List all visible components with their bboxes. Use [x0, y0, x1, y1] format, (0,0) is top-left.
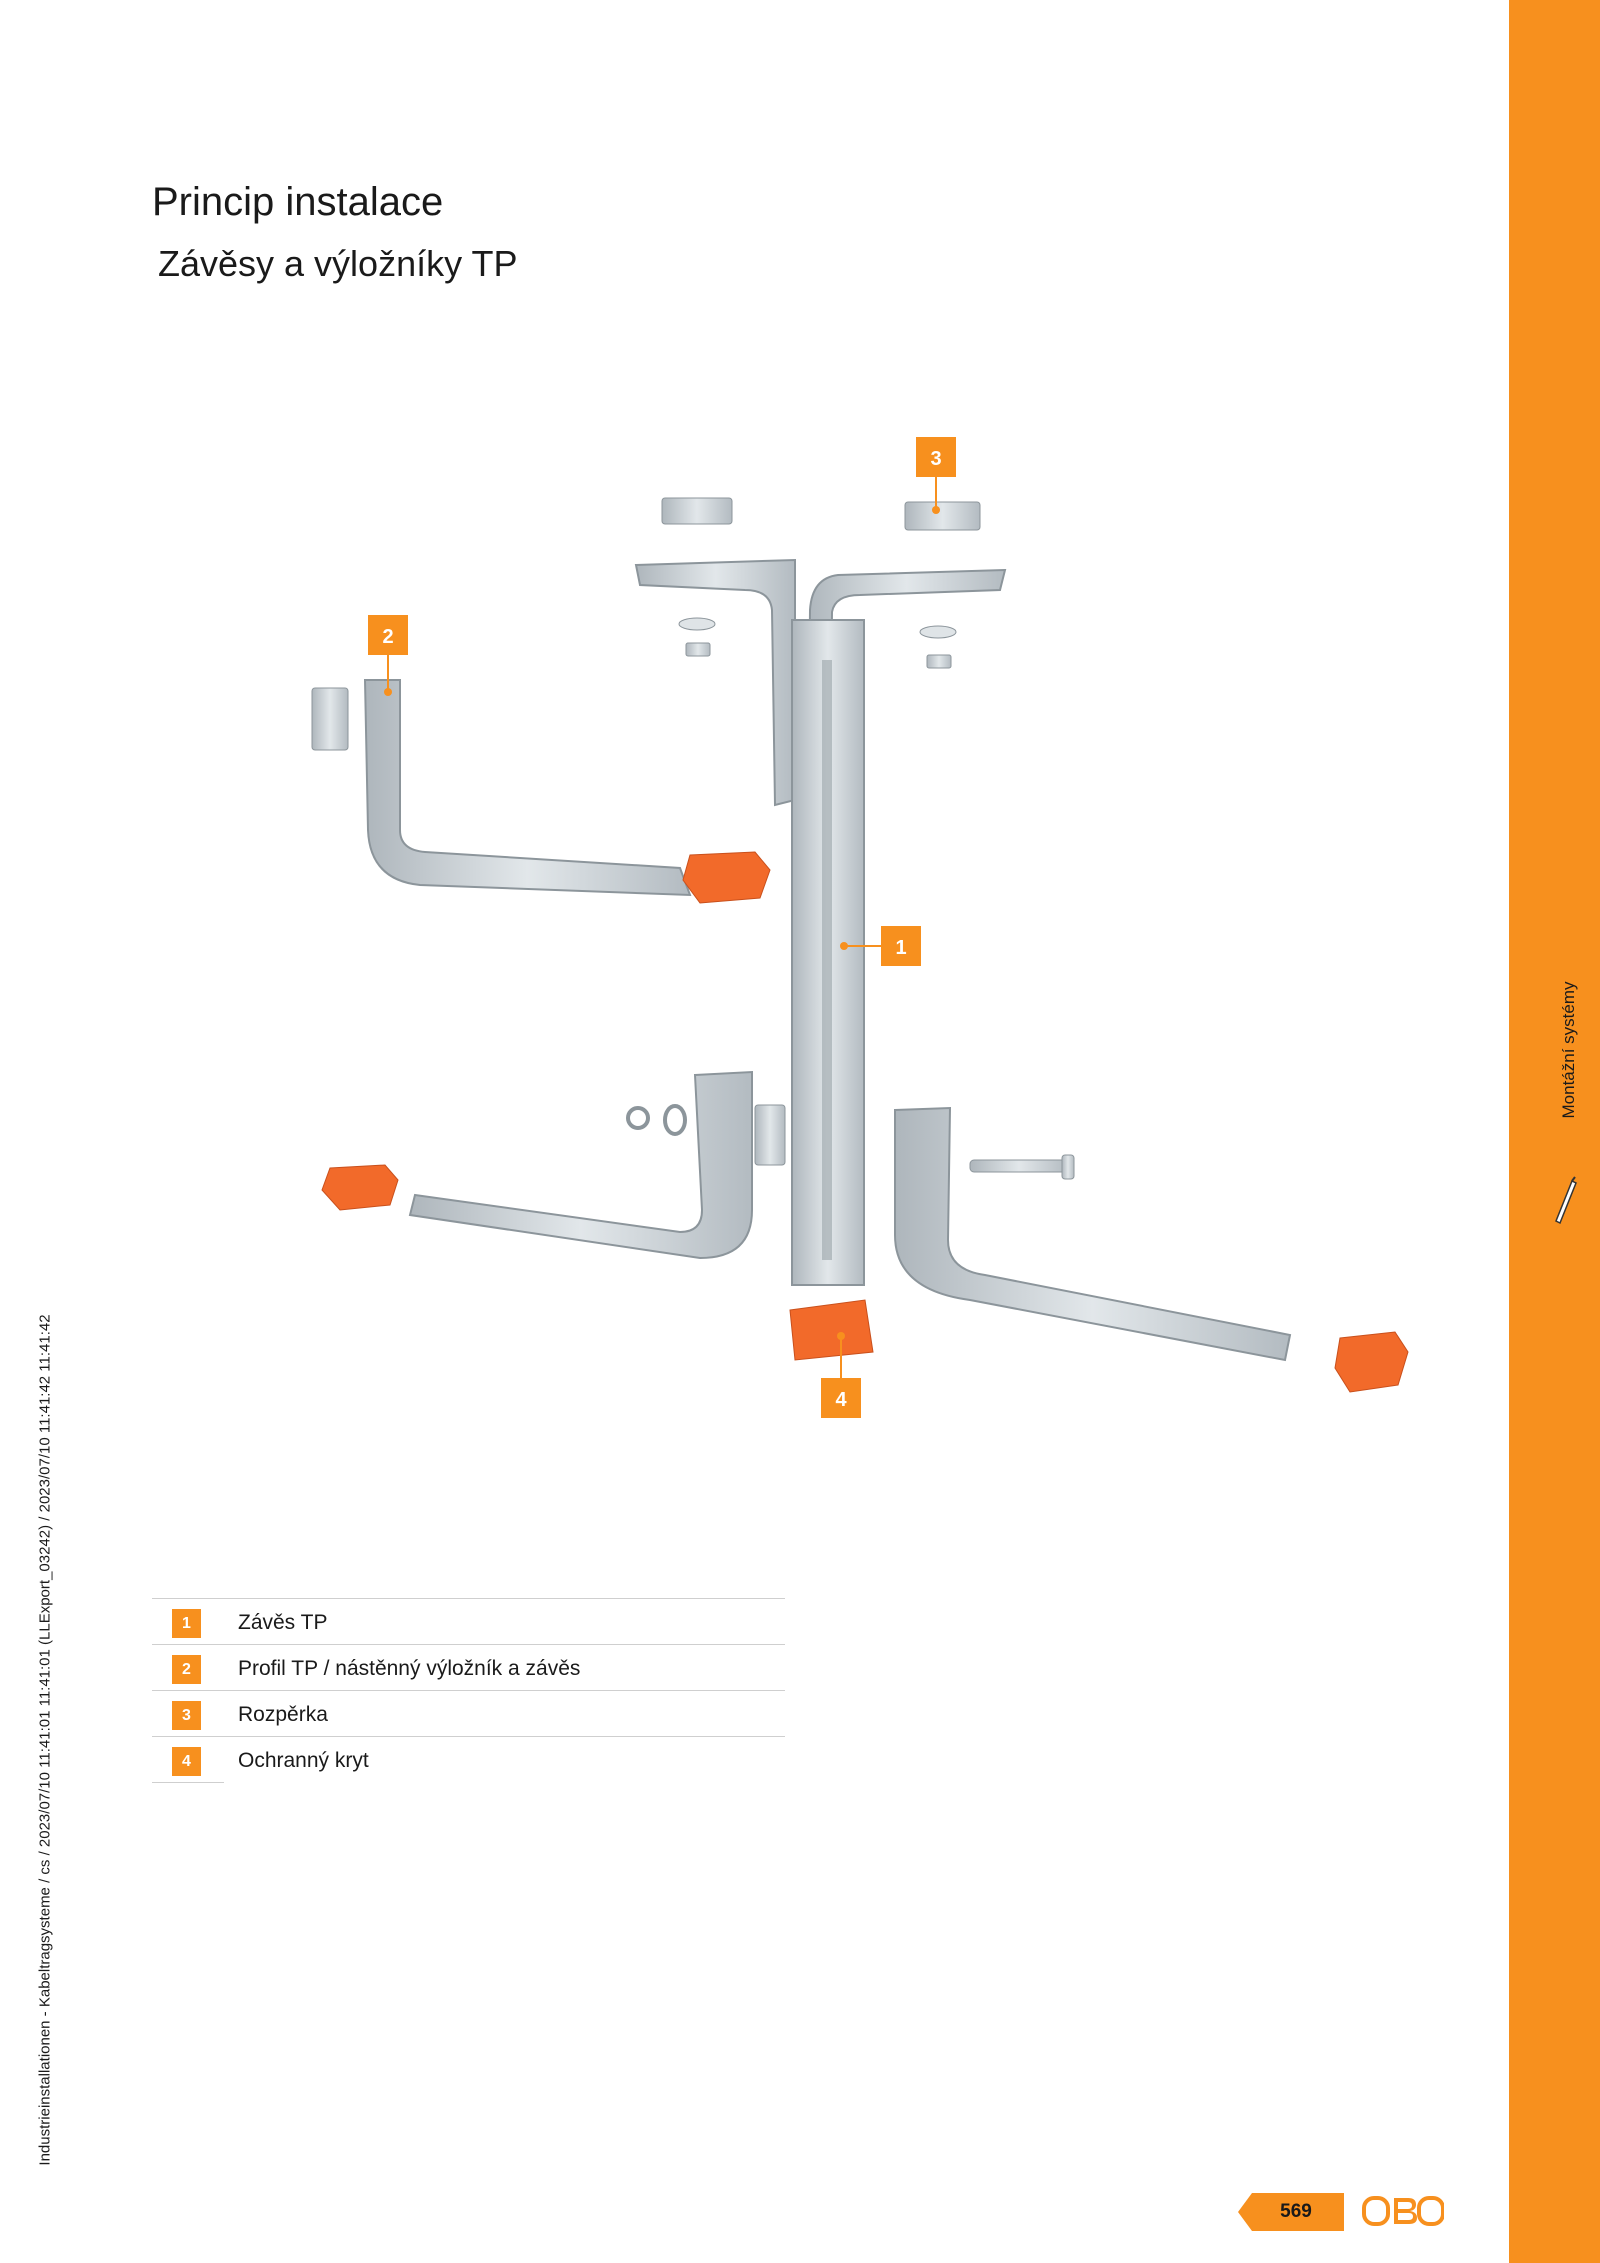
- legend-number: 2: [172, 1655, 201, 1684]
- svg-text:2: 2: [382, 626, 393, 648]
- top-arm-left: [634, 558, 796, 807]
- cap-2: [682, 851, 771, 904]
- cap-4: [789, 1299, 874, 1361]
- installation-illustration: 1 2 3 4: [311, 437, 1409, 1418]
- section-label: Montážní systémy: [1559, 981, 1578, 1119]
- callout-1: 1: [840, 926, 921, 966]
- wall-bracket-bottom-right: [894, 1106, 1292, 1362]
- wall-bracket-left: [363, 679, 692, 897]
- page-number: 569: [1280, 2201, 1312, 2222]
- spacer-right: [904, 501, 981, 531]
- callout-3: 3: [916, 437, 956, 514]
- legend-label: Ochranný kryt: [238, 1749, 369, 1772]
- legend-number: 1: [172, 1609, 201, 1638]
- legend-row: 1 Závěs TP: [152, 1598, 785, 1644]
- side-color-bar: [1509, 0, 1600, 2263]
- legend-divider: [152, 1782, 224, 1783]
- screwdriver-icon: [1555, 1176, 1577, 1225]
- page-subtitle: Závěsy a výložníky TP: [158, 243, 518, 284]
- legend-table: 1 Závěs TP 2 Profil TP / nástěnný výložn…: [152, 1598, 785, 1783]
- page-number-tab: 569: [1238, 2193, 1344, 2231]
- page-title: Princip instalace: [152, 180, 444, 224]
- wall-bracket-bottom-left: [408, 1070, 753, 1260]
- svg-text:3: 3: [930, 448, 941, 470]
- legend-row: 2 Profil TP / nástěnný výložník a závěs: [152, 1644, 785, 1690]
- legend-label: Rozpěrka: [238, 1703, 328, 1726]
- legend-row: 4 Ochranný kryt: [152, 1736, 785, 1782]
- legend-label: Závěs TP: [238, 1611, 328, 1634]
- callout-2: 2: [368, 615, 408, 696]
- hanger-profile: [791, 619, 865, 1286]
- legend-label: Profil TP / nástěnný výložník a závěs: [238, 1657, 581, 1680]
- spacer-left: [661, 497, 733, 525]
- obo-logo: [1362, 2196, 1444, 2226]
- cap-bottom-right: [1334, 1331, 1409, 1393]
- legend-row: 3 Rozpěrka: [152, 1690, 785, 1736]
- legend-number: 4: [172, 1747, 201, 1776]
- callout-4: 4: [821, 1332, 861, 1418]
- cap-bottom-left: [321, 1164, 399, 1211]
- svg-text:1: 1: [895, 937, 906, 959]
- legend-number: 3: [172, 1701, 201, 1730]
- svg-text:4: 4: [835, 1389, 847, 1411]
